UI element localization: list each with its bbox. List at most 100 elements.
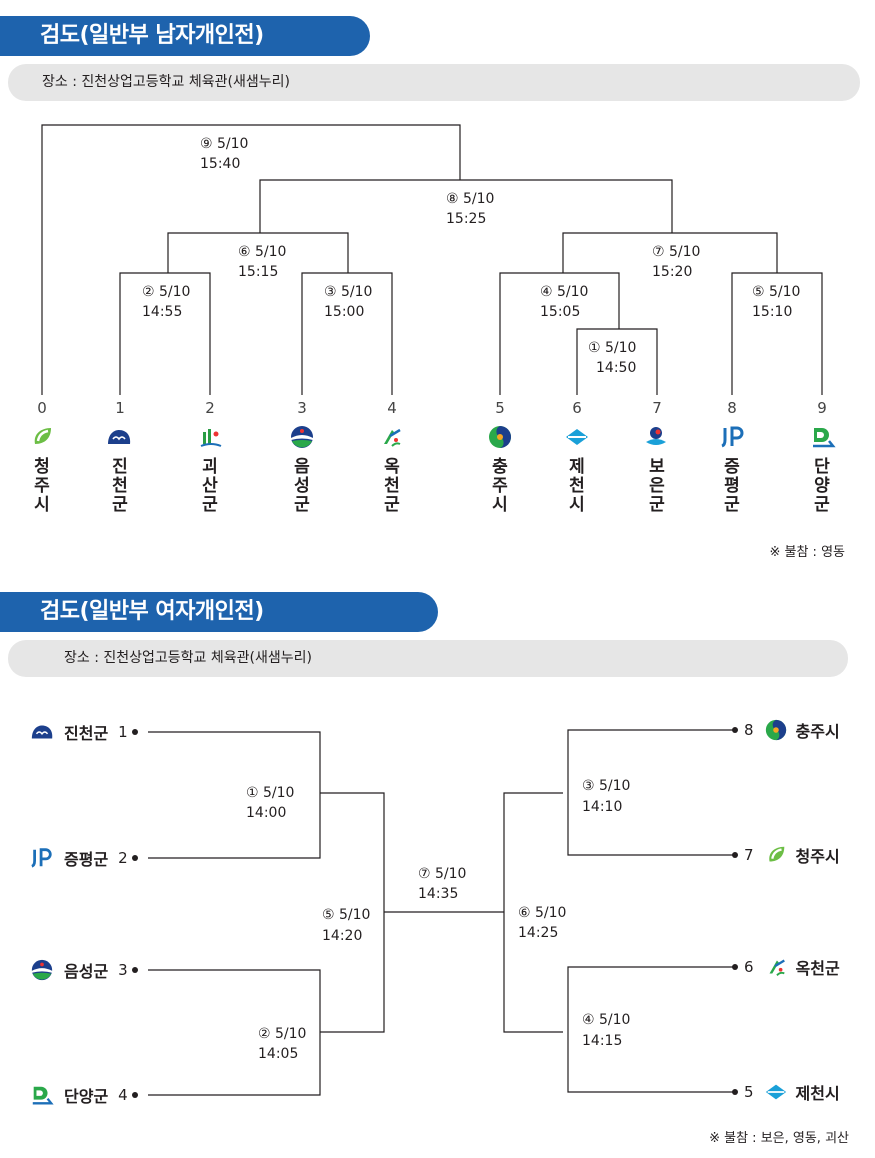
men-match-4-time: 15:05 xyxy=(540,304,580,320)
men-seed-number: 5 xyxy=(495,399,505,417)
chungju-emblem-icon xyxy=(765,719,786,741)
men-match-5-no: ⑤ 5/10 xyxy=(752,284,800,300)
men-bracket-line-8 xyxy=(259,179,673,233)
men-bracket-line-9 xyxy=(41,124,461,395)
women-bracket-line-1 xyxy=(148,731,321,859)
men-team-name: 진천군 xyxy=(112,457,128,515)
men-match-9-no: ⑨ 5/10 xyxy=(200,136,248,152)
women-match-3-time: 14:10 xyxy=(582,799,622,815)
women-match-4-no: ④ 5/10 xyxy=(582,1012,630,1028)
women-match-7-no: ⑦ 5/10 xyxy=(418,866,466,882)
cheongju-emblem-icon xyxy=(768,846,784,862)
men-seed-number: 0 xyxy=(37,399,47,417)
men-bracket-line-5 xyxy=(731,272,823,395)
cheongju-emblem-icon xyxy=(34,428,51,444)
women-absent-note: ※ 불참 : 보은, 영동, 괴산 xyxy=(709,1131,849,1146)
women-entry-right: 8 충주시 xyxy=(732,717,840,743)
women-match-5-time: 14:20 xyxy=(322,928,362,944)
women-match-1-no: ① 5/10 xyxy=(246,785,294,801)
women-seed-number: 7 xyxy=(744,846,754,864)
women-entry-left: 음성군 3 xyxy=(28,957,138,983)
chungju-emblem-icon xyxy=(489,426,511,448)
men-team-name: 충주시 xyxy=(492,457,508,515)
women-match-1-time: 14:00 xyxy=(246,805,286,821)
jeungpyeong-emblem-icon xyxy=(721,426,744,448)
bracket-dot xyxy=(131,1092,138,1098)
women-match-6-time: 14:25 xyxy=(518,925,558,941)
jincheon-emblem-icon xyxy=(31,725,53,739)
women-bracket-line-6 xyxy=(503,792,563,1033)
danyang-emblem-icon xyxy=(32,1086,54,1105)
eumseong-emblem-icon xyxy=(31,959,53,981)
men-team-name: 보은군 xyxy=(649,457,665,515)
men-seed-number: 6 xyxy=(572,399,582,417)
men-match-6-time: 15:15 xyxy=(238,264,278,280)
women-seed-number: 4 xyxy=(118,1086,128,1104)
women-seed-number: 1 xyxy=(118,723,128,741)
men-bracket-line-1 xyxy=(576,328,658,395)
women-team-name: 단양군 xyxy=(64,1087,109,1106)
men-seed-number: 1 xyxy=(115,399,125,417)
men-match-7-no: ⑦ 5/10 xyxy=(652,244,700,260)
men-team-name: 증평군 xyxy=(724,457,740,515)
women-entry-left: 단양군 4 xyxy=(28,1082,138,1108)
bracket-dot xyxy=(131,855,138,861)
women-entry-left: 증평군 2 xyxy=(28,845,138,871)
women-match-3-no: ③ 5/10 xyxy=(582,778,630,794)
bracket-dot xyxy=(131,729,138,735)
men-venue-bar: 장소 : 진천상업고등학교 체육관(새샘누리) xyxy=(8,64,860,101)
men-match-8-no: ⑧ 5/10 xyxy=(446,191,494,207)
men-bracket-line-2 xyxy=(119,272,211,395)
eumseong-emblem-icon xyxy=(291,426,313,448)
women-seed-number: 2 xyxy=(118,849,128,867)
men-match-5-time: 15:10 xyxy=(752,304,792,320)
women-team-name: 제천시 xyxy=(795,1084,840,1103)
danyang-emblem-icon xyxy=(813,428,836,448)
boeun-emblem-icon xyxy=(646,427,666,445)
men-match-4-no: ④ 5/10 xyxy=(540,284,588,300)
women-team-name: 진천군 xyxy=(64,724,109,743)
men-team-name: 괴산군 xyxy=(202,457,218,515)
women-seed-number: 5 xyxy=(744,1083,754,1101)
women-match-2-no: ② 5/10 xyxy=(258,1026,306,1042)
bracket-dot xyxy=(732,852,738,858)
men-match-1-no: ① 5/10 xyxy=(588,340,636,356)
men-match-7-time: 15:20 xyxy=(652,264,692,280)
men-seed-number: 7 xyxy=(652,399,662,417)
men-match-2-no: ② 5/10 xyxy=(142,284,190,300)
men-team-name: 제천시 xyxy=(569,457,585,515)
men-match-3-no: ③ 5/10 xyxy=(324,284,372,300)
men-bracket-line-4 xyxy=(499,272,620,395)
women-entry-right: 6 옥천군 xyxy=(732,954,840,980)
women-entry-right: 7 청주시 xyxy=(732,842,840,868)
okcheon-emblem-icon xyxy=(769,959,785,976)
women-team-name: 옥천군 xyxy=(795,959,840,978)
bracket-dot xyxy=(732,727,738,733)
men-match-6-no: ⑥ 5/10 xyxy=(238,244,286,260)
jincheon-emblem-icon xyxy=(108,430,131,444)
women-match-6-no: ⑥ 5/10 xyxy=(518,905,566,921)
men-seed-number: 2 xyxy=(205,399,215,417)
bracket-dot xyxy=(131,967,138,973)
jeungpyeong-emblem-icon xyxy=(31,848,52,868)
women-team-name: 증평군 xyxy=(64,850,109,869)
men-venue-text: 장소 : 진천상업고등학교 체육관(새샘누리) xyxy=(42,74,290,90)
men-bracket-line-6 xyxy=(167,232,349,273)
men-section-title: 검도(일반부 남자개인전) xyxy=(0,16,370,56)
men-team-name: 청주시 xyxy=(34,457,50,515)
men-match-1-time: 14:50 xyxy=(596,360,636,376)
women-bracket-line-4 xyxy=(567,966,735,1093)
women-team-name: 충주시 xyxy=(795,722,840,741)
women-match-2-time: 14:05 xyxy=(258,1046,298,1062)
women-venue-text: 장소 : 진천상업고등학교 체육관(새샘누리) xyxy=(64,650,312,666)
women-match-7-time: 14:35 xyxy=(418,886,458,902)
goesan-emblem-icon xyxy=(200,429,222,447)
women-seed-number: 6 xyxy=(744,958,754,976)
women-team-name: 음성군 xyxy=(64,962,109,981)
men-match-8-time: 15:25 xyxy=(446,211,486,227)
women-team-name: 청주시 xyxy=(795,847,840,866)
jecheon-emblem-icon xyxy=(765,1084,786,1100)
men-bracket-line-7 xyxy=(562,232,778,273)
women-bracket-line-3 xyxy=(567,729,735,856)
